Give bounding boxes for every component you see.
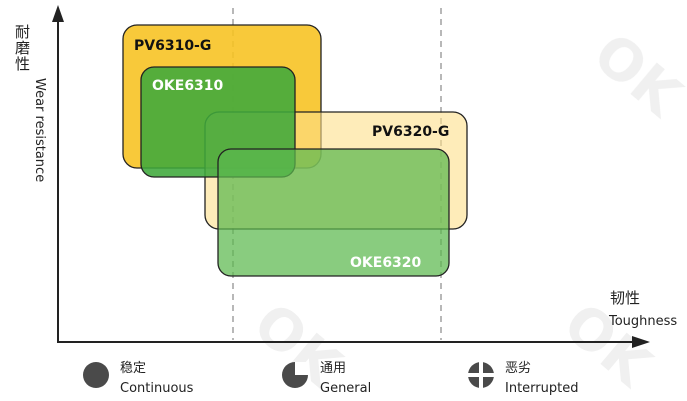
legend-label-cn: 通用 [320, 361, 346, 376]
grade-box-oke6320 [217, 148, 450, 277]
grade-label-oke6320: OKE6320 [350, 255, 422, 271]
grade-label-pv6320g: PV6320-G [372, 124, 449, 140]
legend-label-cn: 恶劣 [505, 361, 531, 376]
x-axis-label-en: Toughness [608, 314, 677, 329]
legend-label-en: Interrupted [505, 381, 578, 396]
x-axis-arrow [632, 336, 650, 348]
legend-item-continuous: 稳定 Continuous [83, 360, 194, 396]
legend-label-cn: 稳定 [120, 360, 146, 376]
legend-label-en: General [320, 381, 371, 396]
y-axis-arrow [52, 5, 64, 22]
grade-label-pv6310g: PV6310-G [134, 38, 211, 54]
legend-label-en: Continuous [120, 381, 194, 396]
notched-circle-icon [282, 362, 308, 388]
cross-circle-icon [467, 361, 495, 389]
svg-text:OK: OK [581, 21, 687, 131]
legend-item-general: 通用 General [282, 361, 371, 396]
grade-label-oke6310: OKE6310 [152, 78, 224, 94]
y-axis-label-en: Wear resistance [32, 78, 47, 182]
solid-circle-icon [83, 362, 109, 388]
y-axis-label-cn: 耐磨性 [13, 24, 31, 72]
legend-item-interrupted: 恶劣 Interrupted [467, 361, 578, 396]
x-axis-label-cn: 韧性 [610, 289, 640, 307]
